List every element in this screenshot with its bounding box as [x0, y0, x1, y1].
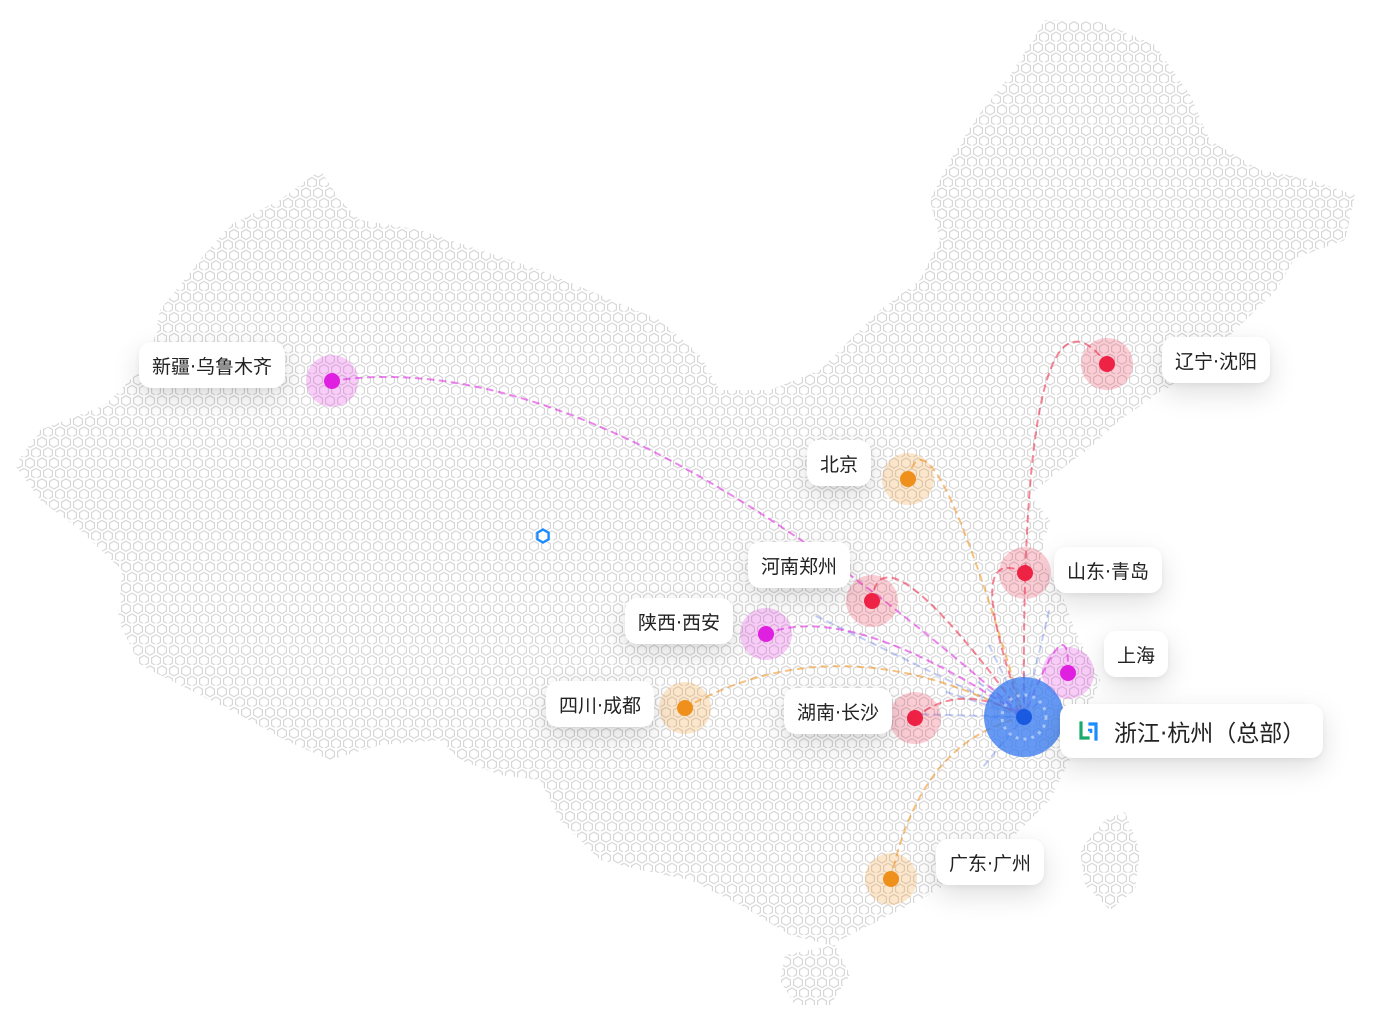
- city-label-text: 新疆·乌鲁木齐: [152, 355, 273, 378]
- city-marker-shandong[interactable]: [999, 547, 1051, 599]
- city-marker-xinjiang[interactable]: [306, 355, 358, 407]
- hainan-region: [780, 945, 850, 1005]
- taiwan-region: [1080, 812, 1140, 910]
- arc-henan: [871, 576, 1025, 718]
- arc-liaoning: [1022, 340, 1108, 718]
- hexagon-marker-icon: [536, 528, 550, 544]
- hq-label-text: 浙江·杭州（总部）: [1114, 721, 1306, 747]
- arc-sichuan: [684, 665, 1025, 718]
- marker-dot: [1017, 565, 1033, 581]
- company-logo-icon: [1079, 721, 1098, 741]
- city-marker-beijing[interactable]: [882, 453, 934, 505]
- hq-marker[interactable]: [984, 677, 1064, 757]
- city-label-shandong[interactable]: 山东·青岛: [1054, 547, 1163, 593]
- city-marker-liaoning[interactable]: [1081, 338, 1133, 390]
- city-label-xinjiang[interactable]: 新疆·乌鲁木齐: [139, 342, 286, 388]
- city-label-text: 辽宁·沈阳: [1175, 350, 1258, 373]
- city-label-text: 四川·成都: [559, 694, 642, 717]
- hq-label[interactable]: 浙江·杭州（总部）: [1060, 704, 1324, 758]
- arc-shandong: [991, 566, 1026, 718]
- city-label-text: 湖南·长沙: [797, 701, 880, 724]
- city-markers: [306, 338, 1133, 905]
- city-label-text: 广东·广州: [949, 852, 1032, 875]
- city-label-text: 河南郑州: [761, 555, 838, 578]
- marker-dot: [758, 626, 774, 642]
- arc-xinjiang: [331, 375, 1025, 718]
- city-label-text: 上海: [1117, 644, 1156, 667]
- city-label-text: 陕西·西安: [638, 611, 721, 634]
- city-label-sichuan[interactable]: 四川·成都: [546, 681, 655, 727]
- city-label-hunan[interactable]: 湖南·长沙: [784, 688, 893, 734]
- arc-echo-shaanxi: [945, 691, 1025, 718]
- city-marker-henan[interactable]: [846, 575, 898, 627]
- city-label-shanghai[interactable]: 上海: [1104, 631, 1169, 677]
- marker-dot: [324, 373, 340, 389]
- arc-shaanxi: [765, 625, 1025, 718]
- city-label-liaoning[interactable]: 辽宁·沈阳: [1162, 337, 1271, 383]
- city-marker-shanghai[interactable]: [1042, 647, 1094, 699]
- hq-dot: [1016, 709, 1032, 725]
- marker-dot: [1060, 665, 1076, 681]
- city-label-text: 北京: [820, 453, 859, 476]
- city-label-guangdong[interactable]: 广东·广州: [936, 839, 1045, 885]
- marker-dot: [900, 471, 916, 487]
- marker-dot: [1099, 356, 1115, 372]
- city-marker-guangdong[interactable]: [865, 853, 917, 905]
- city-label-text: 山东·青岛: [1067, 560, 1150, 583]
- hq-ring: [1000, 693, 1048, 741]
- marker-dot: [677, 700, 693, 716]
- city-label-henan[interactable]: 河南郑州: [748, 542, 851, 588]
- city-label-shaanxi[interactable]: 陕西·西安: [625, 598, 734, 644]
- city-marker-hunan[interactable]: [889, 692, 941, 744]
- marker-dot: [883, 871, 899, 887]
- city-marker-shaanxi[interactable]: [740, 608, 792, 660]
- city-label-beijing[interactable]: 北京: [807, 440, 872, 486]
- mainland-region: [15, 20, 1355, 945]
- marker-dot: [907, 710, 923, 726]
- city-marker-sichuan[interactable]: [659, 682, 711, 734]
- arc-beijing: [907, 459, 1025, 718]
- marker-dot: [864, 593, 880, 609]
